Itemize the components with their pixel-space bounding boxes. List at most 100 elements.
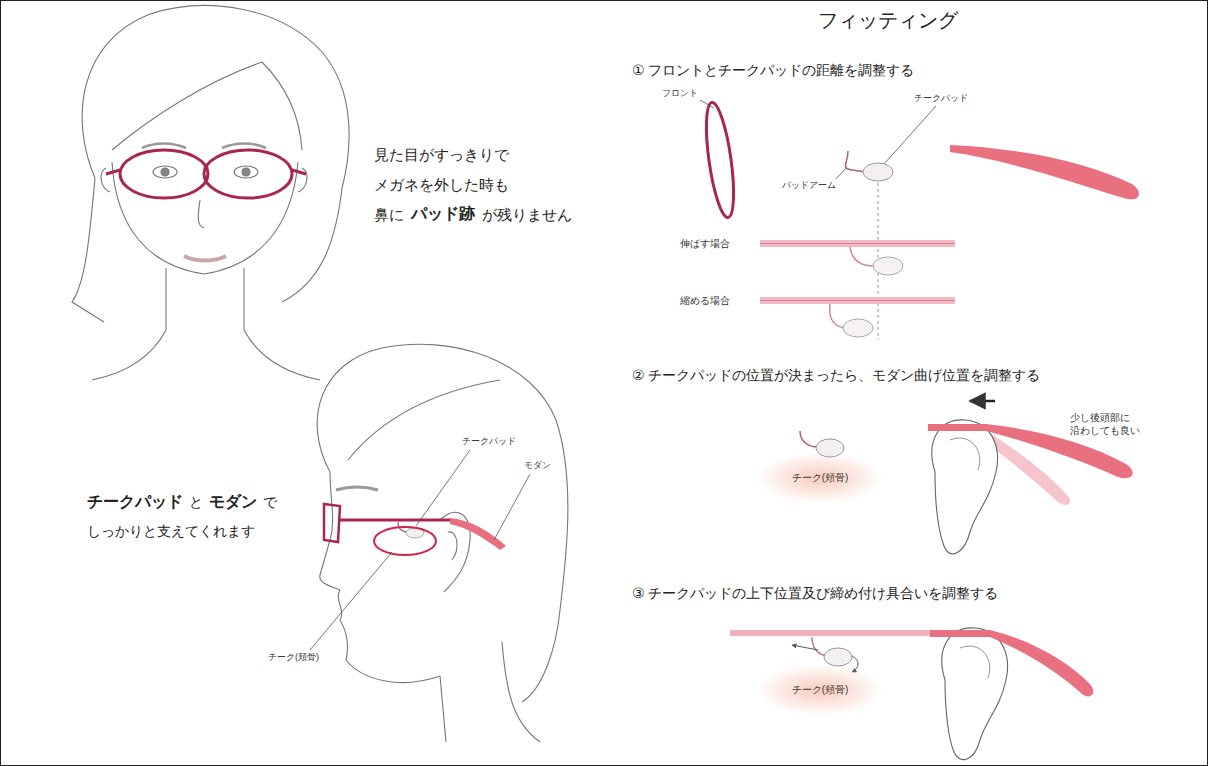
side-glasses bbox=[338, 519, 450, 522]
case-label: 伸ばす場合 bbox=[680, 238, 730, 251]
case-label: 縮める場合 bbox=[680, 295, 730, 308]
description-text: しっかりと支えてくれます bbox=[87, 523, 255, 541]
step3-glasses bbox=[730, 630, 935, 636]
front-face bbox=[82, 6, 349, 302]
step1-extend bbox=[760, 243, 955, 244]
front-face bbox=[222, 144, 266, 149]
step1-extend bbox=[760, 240, 955, 247]
side-head bbox=[317, 344, 568, 702]
step1-glasses bbox=[845, 151, 866, 172]
step2-glasses bbox=[970, 400, 995, 403]
cheek-area: チーク(頬骨) bbox=[758, 665, 882, 715]
description-text: で bbox=[263, 494, 277, 512]
diagram-title: フィッティング bbox=[818, 8, 958, 33]
side-head bbox=[348, 380, 500, 460]
leader-line bbox=[700, 100, 936, 179]
front-face bbox=[234, 166, 258, 178]
leader-line bbox=[700, 100, 714, 108]
step1-extend bbox=[760, 240, 955, 275]
step1-extend bbox=[850, 247, 874, 266]
side-head bbox=[317, 344, 568, 742]
step1-shorten bbox=[843, 319, 873, 337]
step1-glasses bbox=[728, 145, 952, 151]
leader-line bbox=[884, 106, 936, 164]
front-face bbox=[161, 168, 169, 176]
leader-line bbox=[310, 450, 530, 650]
front-face bbox=[198, 200, 204, 228]
part-label: チークパッド bbox=[462, 436, 516, 447]
description-text: 見た目がすっきりで bbox=[374, 146, 509, 165]
front-face bbox=[184, 256, 226, 261]
step-heading: ① フロントとチークパッドの距離を調整する bbox=[632, 62, 914, 80]
front-face bbox=[244, 268, 320, 380]
front-face bbox=[142, 144, 186, 149]
step3-glasses bbox=[792, 645, 818, 650]
front-glasses bbox=[204, 150, 292, 198]
step3-glasses bbox=[812, 637, 826, 656]
node-text: チーク(頬骨) bbox=[792, 472, 849, 484]
step3-glasses bbox=[824, 648, 852, 666]
side-glasses bbox=[324, 504, 340, 542]
front-face bbox=[112, 62, 302, 150]
note-text: 少し後頭部に 沿わしても良い bbox=[1070, 412, 1162, 437]
leader-line bbox=[310, 552, 392, 650]
front-glasses bbox=[205, 165, 207, 168]
front-glasses bbox=[120, 150, 208, 198]
front-glasses bbox=[106, 170, 120, 174]
description-text: が残りません bbox=[482, 206, 572, 225]
leader-line bbox=[836, 168, 846, 179]
front-face bbox=[153, 166, 177, 178]
step3-glasses bbox=[942, 628, 1008, 760]
step1-shorten bbox=[830, 304, 846, 328]
front-face bbox=[242, 168, 250, 176]
front-glasses bbox=[106, 150, 306, 198]
step1-shorten bbox=[760, 300, 955, 301]
side-head bbox=[502, 642, 540, 742]
emphasis-text: モダン bbox=[209, 492, 257, 512]
emphasis-text: チークパッド bbox=[87, 492, 183, 512]
step2-glasses bbox=[800, 431, 816, 447]
part-label: フロント bbox=[662, 88, 698, 99]
front-face bbox=[72, 178, 104, 322]
step1-extend bbox=[873, 257, 903, 275]
description-text: 鼻に bbox=[374, 206, 404, 225]
leader-line bbox=[416, 450, 470, 526]
step1-glasses bbox=[950, 145, 1139, 199]
step3-glasses bbox=[930, 630, 1093, 696]
part-label: パッドアーム bbox=[782, 180, 836, 191]
description-text: メガネを外した時も bbox=[374, 176, 509, 195]
step2-glasses bbox=[725, 424, 930, 430]
front-face bbox=[92, 268, 166, 380]
part-label: チーク(頬骨) bbox=[268, 652, 319, 663]
side-head bbox=[320, 472, 440, 683]
step2-glasses bbox=[932, 420, 998, 554]
side-head bbox=[336, 487, 378, 490]
step-heading: ③ チークパッドの上下位置及び締め付け具合いを調整する bbox=[632, 585, 998, 603]
emphasis-text: パッド跡 bbox=[411, 204, 475, 224]
step1-shorten bbox=[760, 297, 955, 337]
front-face bbox=[72, 6, 349, 380]
step3-glasses bbox=[960, 646, 990, 678]
step1-glasses bbox=[701, 101, 739, 219]
cheek-area: チーク(頬骨) bbox=[758, 453, 882, 503]
step-heading: ② チークパッドの位置が決まったら、モダン曲げ位置を調整する bbox=[632, 367, 1040, 385]
front-glasses bbox=[292, 170, 306, 174]
side-head bbox=[440, 676, 446, 742]
side-head bbox=[448, 532, 457, 560]
step1-glasses bbox=[701, 101, 1139, 340]
step2-glasses bbox=[950, 438, 980, 470]
step1-glasses bbox=[863, 163, 893, 181]
part-label: モダン bbox=[524, 460, 551, 471]
side-glasses bbox=[324, 504, 506, 555]
part-label: チークパッド bbox=[914, 93, 968, 104]
leader-line bbox=[494, 474, 530, 540]
step2-glasses bbox=[725, 401, 1133, 554]
step1-shorten bbox=[760, 297, 955, 304]
side-glasses bbox=[374, 527, 436, 555]
step3-glasses bbox=[730, 628, 1093, 760]
description-text: と bbox=[189, 494, 203, 512]
node-text: チーク(頬骨) bbox=[792, 684, 849, 696]
front-face bbox=[101, 168, 110, 192]
